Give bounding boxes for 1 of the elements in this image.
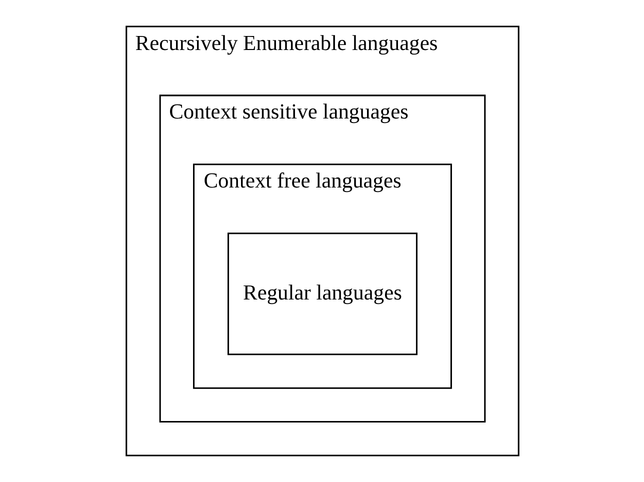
node-box: Regular languages xyxy=(227,232,417,356)
